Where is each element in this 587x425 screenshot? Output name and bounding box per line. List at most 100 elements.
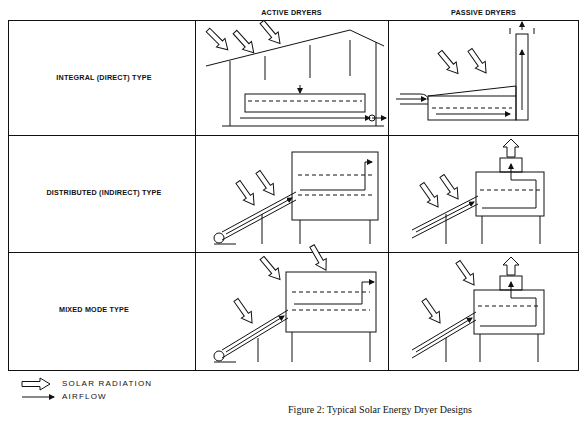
drawing-stroke xyxy=(300,85,301,93)
drawing-stroke xyxy=(476,172,544,216)
drawing-stroke xyxy=(416,318,472,352)
row-header: INTEGRAL (DIRECT) TYPE xyxy=(14,73,194,82)
drawing-stroke xyxy=(226,198,292,234)
drawing-stroke xyxy=(428,96,516,120)
drawing-stroke xyxy=(446,214,447,244)
drawing-stroke xyxy=(300,162,372,190)
drawing-stroke xyxy=(204,26,232,54)
drawing-stroke xyxy=(453,259,479,289)
drawing-stroke xyxy=(446,338,447,362)
drawing-stroke xyxy=(292,152,378,220)
legend-text: AIRFLOW xyxy=(62,392,107,401)
drawing-stroke xyxy=(522,22,523,30)
drawing-stroke xyxy=(214,362,236,363)
drawing-stroke xyxy=(412,204,478,238)
figure-caption: Figure 2: Typical Solar Energy Dryer Des… xyxy=(200,404,560,415)
drawing-stroke xyxy=(233,179,259,209)
drawing-stroke xyxy=(480,190,540,191)
drawing-stroke xyxy=(388,21,389,371)
drawing-stroke xyxy=(292,332,293,362)
drawing-stroke xyxy=(516,34,528,120)
drawing-stroke xyxy=(265,56,266,80)
drawing-stroke xyxy=(258,338,259,362)
active-distributed-dryer xyxy=(214,152,378,244)
drawing-stroke xyxy=(396,99,426,100)
drawing-stroke xyxy=(214,233,224,243)
drawing-stroke xyxy=(307,243,331,273)
drawing-stroke xyxy=(300,220,301,244)
drawing-stroke xyxy=(428,86,516,96)
drawing-stroke xyxy=(416,202,474,232)
drawing-stroke xyxy=(231,28,259,57)
drawing-stroke xyxy=(22,397,54,398)
drawing-stroke xyxy=(310,45,311,78)
drawing-stroke xyxy=(540,216,541,244)
drawing-stroke xyxy=(240,118,370,119)
drawing-stroke xyxy=(222,200,296,240)
drawing-stroke xyxy=(510,28,534,34)
drawing-stroke xyxy=(435,48,462,77)
drawing-stroke xyxy=(248,101,362,102)
drawing-stroke xyxy=(298,195,372,196)
drawing-stroke xyxy=(262,214,263,244)
drawing-stroke xyxy=(195,21,196,371)
drawing-stroke xyxy=(465,47,491,77)
drawing-stroke xyxy=(419,297,445,327)
drawing-stroke xyxy=(222,126,384,127)
drawing-stroke xyxy=(286,272,376,332)
drawing-stroke xyxy=(522,50,523,110)
drawing-stroke xyxy=(253,169,279,199)
drawing-stroke xyxy=(245,94,365,112)
legend-text: SOLAR RADIATION xyxy=(62,379,152,388)
drawing-stroke xyxy=(412,312,476,350)
drawing-stroke xyxy=(480,334,481,362)
drawing-stroke xyxy=(412,320,476,358)
drawing-stroke xyxy=(9,21,579,371)
passive-distributed-dryer xyxy=(412,139,544,244)
row-header: DISTRIBUTED (INDIRECT) TYPE xyxy=(14,188,194,197)
drawing-stroke xyxy=(436,114,510,115)
passive-integral-dryer xyxy=(396,22,534,120)
drawing-stroke xyxy=(482,216,483,244)
drawing-stroke xyxy=(292,310,370,311)
table-grid xyxy=(9,21,579,371)
drawing-stroke xyxy=(231,297,257,327)
drawing-stroke xyxy=(206,30,384,66)
drawing-stroke xyxy=(370,220,371,244)
drawing-stroke xyxy=(400,104,428,105)
drawing-stroke xyxy=(372,118,386,119)
column-header: ACTIVE DRYERS xyxy=(195,8,388,17)
drawing-stroke xyxy=(480,282,536,326)
drawing-stroke xyxy=(298,175,372,176)
row-header: MIXED MODE TYPE xyxy=(14,305,174,314)
drawing-stroke xyxy=(294,282,374,304)
drawing-stroke xyxy=(226,316,284,352)
drawing-stroke xyxy=(230,61,231,126)
drawing-stroke xyxy=(437,173,463,203)
drawing-stroke xyxy=(257,254,284,283)
drawing-stroke xyxy=(432,108,512,109)
drawing-stroke xyxy=(482,164,536,208)
drawing-stroke xyxy=(478,306,540,307)
active-integral-dryer xyxy=(204,18,386,126)
drawing-stroke xyxy=(538,334,539,362)
drawing-stroke xyxy=(222,318,288,358)
drawing-stroke xyxy=(412,196,478,230)
passive-mixed-dryer xyxy=(412,257,544,362)
drawing-stroke xyxy=(503,139,519,157)
drawing-stroke xyxy=(376,42,377,126)
drawing-stroke xyxy=(417,181,443,211)
drawing-stroke xyxy=(222,310,288,350)
drawing-stroke xyxy=(292,292,370,293)
drawing-stroke xyxy=(9,252,579,253)
legend-samples xyxy=(22,378,54,397)
drawing-stroke xyxy=(257,18,284,47)
drawing-stroke xyxy=(222,192,296,232)
active-mixed-dryer xyxy=(214,243,376,362)
drawing-stroke xyxy=(370,332,371,362)
drawing-stroke xyxy=(474,290,544,334)
drawing-stroke xyxy=(503,257,519,275)
drawing-stroke xyxy=(9,135,579,136)
drawing-stroke xyxy=(214,244,236,245)
